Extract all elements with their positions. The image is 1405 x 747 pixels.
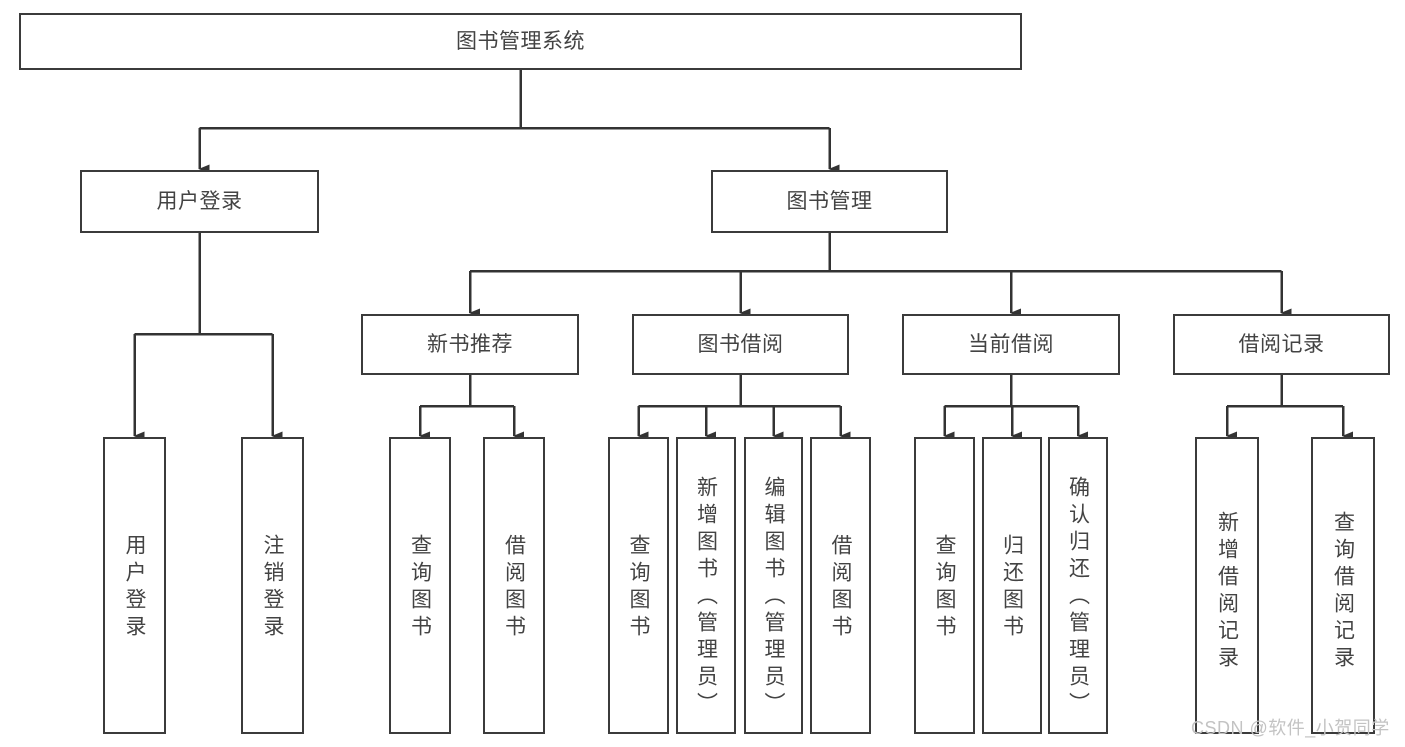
node-label: 归还图书 [1000, 533, 1024, 642]
node-root[interactable]: 图书管理系统 [19, 13, 1022, 70]
node-leaf-edit-book[interactable]: 编辑图书（管理员） [744, 437, 803, 734]
node-label: 注销登录 [261, 533, 284, 642]
node-leaf-confirm-return[interactable]: 确认归还（管理员） [1048, 437, 1108, 734]
node-leaf-borrow-book-1[interactable]: 借阅图书 [483, 437, 545, 734]
node-label: 当前借阅 [968, 332, 1054, 356]
node-label: 编辑图书（管理员） [762, 476, 785, 719]
node-leaf-query-book-2[interactable]: 查询图书 [608, 437, 669, 734]
node-borrow-record[interactable]: 借阅记录 [1173, 314, 1390, 375]
node-current-borrow[interactable]: 当前借阅 [902, 314, 1120, 375]
tree-edges [133, 70, 1353, 441]
node-label: 新增借阅记录 [1215, 510, 1239, 673]
node-label: 借阅记录 [1238, 332, 1325, 356]
node-label: 新书推荐 [427, 332, 513, 356]
node-leaf-return-book[interactable]: 归还图书 [982, 437, 1042, 734]
node-leaf-query-record[interactable]: 查询借阅记录 [1311, 437, 1375, 734]
node-label: 查询借阅记录 [1331, 510, 1355, 673]
node-label: 查询图书 [408, 533, 432, 642]
node-new-book-rec[interactable]: 新书推荐 [361, 314, 579, 375]
node-user-login[interactable]: 用户登录 [80, 170, 319, 233]
node-label: 图书管理系统 [456, 29, 585, 53]
node-leaf-add-record[interactable]: 新增借阅记录 [1195, 437, 1259, 734]
node-leaf-user-login[interactable]: 用户登录 [103, 437, 166, 734]
node-book-manage[interactable]: 图书管理 [711, 170, 948, 233]
node-label: 查询图书 [933, 533, 956, 642]
node-leaf-add-book[interactable]: 新增图书（管理员） [676, 437, 736, 734]
node-label: 用户登录 [156, 189, 243, 213]
node-book-borrow[interactable]: 图书借阅 [632, 314, 849, 375]
node-label: 图书借阅 [697, 332, 784, 356]
node-label: 查询图书 [627, 533, 650, 642]
node-leaf-query-book-3[interactable]: 查询图书 [914, 437, 975, 734]
node-label: 用户登录 [123, 533, 146, 642]
node-leaf-query-book-1[interactable]: 查询图书 [389, 437, 451, 734]
node-leaf-borrow-book-2[interactable]: 借阅图书 [810, 437, 871, 734]
node-label: 确认归还（管理员） [1066, 476, 1090, 719]
node-label: 借阅图书 [829, 533, 852, 642]
node-label: 借阅图书 [502, 533, 526, 642]
node-label: 图书管理 [786, 189, 873, 213]
node-leaf-logout[interactable]: 注销登录 [241, 437, 304, 734]
node-label: 新增图书（管理员） [694, 476, 718, 719]
